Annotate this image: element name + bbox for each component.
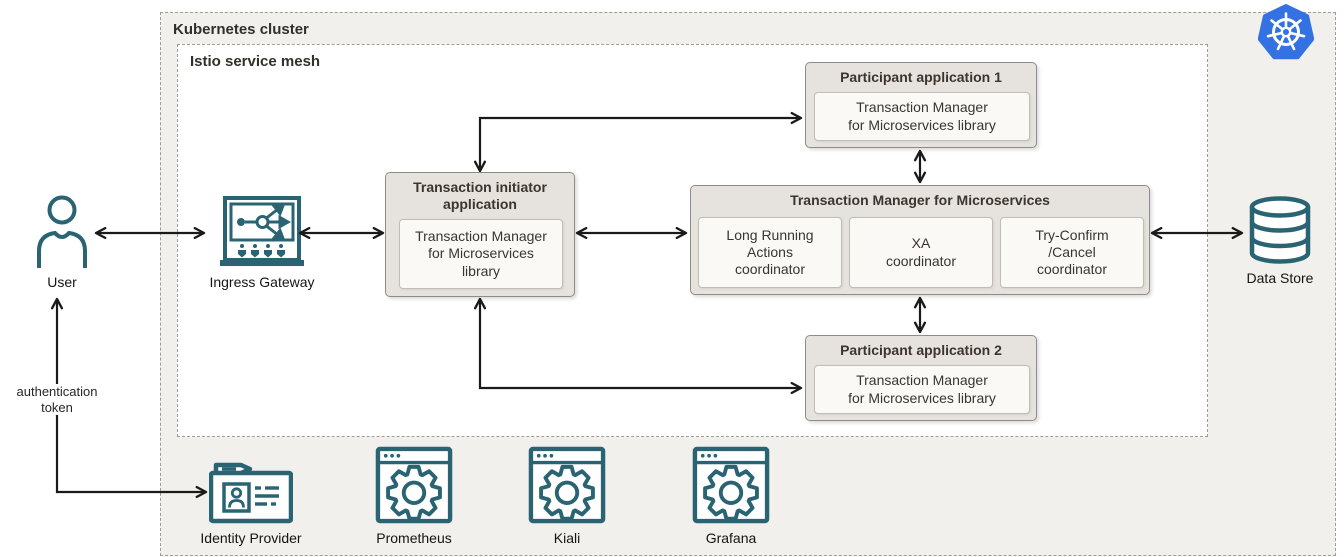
istio-mesh-label: Istio service mesh <box>190 53 321 70</box>
prometheus-icon <box>375 446 453 524</box>
kiali-icon <box>528 446 606 524</box>
xa-coordinator-box: XA coordinator <box>849 217 993 288</box>
ingress-gateway-label: Ingress Gateway <box>209 274 315 290</box>
identity-provider-icon <box>209 462 293 524</box>
prometheus-label: Prometheus <box>376 530 452 546</box>
participant2-title: Participant application 2 <box>840 342 1002 358</box>
transaction-manager-box: Transaction Manager for Microservices Lo… <box>690 185 1150 295</box>
kiali-node: Kiali <box>528 446 606 546</box>
tcc-coordinator-label: Try-Confirm /Cancel coordinator <box>1035 226 1109 278</box>
identity-provider-label: Identity Provider <box>200 530 302 546</box>
user-node: User <box>30 194 94 290</box>
transaction-manager-title: Transaction Manager for Microservices <box>790 192 1050 208</box>
participant2-library-label: Transaction Manager for Microservices li… <box>848 372 996 406</box>
xa-coordinator-label: XA coordinator <box>885 235 957 269</box>
tcc-coordinator-box: Try-Confirm /Cancel coordinator <box>1000 217 1144 288</box>
kubernetes-cluster-label: Kubernetes cluster <box>173 21 309 38</box>
participant1-library-box: Transaction Manager for Microservices li… <box>814 92 1030 141</box>
grafana-icon <box>692 446 770 524</box>
transaction-initiator-box: Transaction initiator application Transa… <box>385 172 575 297</box>
participant1-title: Participant application 1 <box>840 69 1002 85</box>
user-label: User <box>47 274 77 290</box>
initiator-library-box: Transaction Manager for Microservices li… <box>399 219 563 289</box>
participant2-box: Participant application 2 Transaction Ma… <box>805 335 1037 421</box>
user-icon <box>37 195 87 268</box>
datastore-node: Data Store <box>1238 196 1322 286</box>
ingress-gateway-icon <box>220 196 304 266</box>
initiator-library-label: Transaction Manager for Microservices li… <box>415 228 547 279</box>
grafana-node: Grafana <box>692 446 770 546</box>
ingress-gateway-node: Ingress Gateway <box>209 196 315 290</box>
datastore-icon <box>1249 196 1311 264</box>
prometheus-node: Prometheus <box>375 446 453 546</box>
transaction-initiator-title: Transaction initiator application <box>413 179 547 212</box>
participant1-library-label: Transaction Manager for Microservices li… <box>848 99 996 133</box>
datastore-label: Data Store <box>1246 270 1314 286</box>
kubernetes-logo-icon <box>1258 4 1314 60</box>
grafana-label: Grafana <box>705 530 757 546</box>
kiali-label: Kiali <box>553 530 581 546</box>
lra-coordinator-label: Long Running Actions coordinator <box>726 226 814 278</box>
participant2-library-box: Transaction Manager for Microservices li… <box>814 365 1030 414</box>
auth-token-label: authentication token <box>8 384 106 416</box>
participant1-box: Participant application 1 Transaction Ma… <box>805 62 1037 148</box>
identity-provider-node: Identity Provider <box>200 460 302 546</box>
lra-coordinator-box: Long Running Actions coordinator <box>698 217 842 288</box>
